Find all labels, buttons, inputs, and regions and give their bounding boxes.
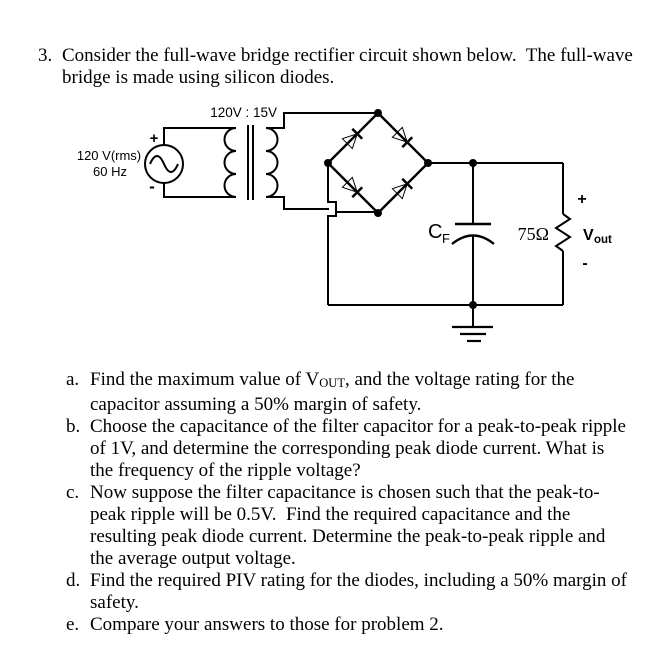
question-marker: c. (66, 481, 80, 503)
capacitor-plate-curved (451, 234, 495, 245)
question-item-d: d. Find the required PIV rating for the … (66, 570, 632, 614)
junction-dots (324, 109, 477, 309)
capacitor-label-subscript: F (442, 231, 450, 246)
secondary-coil (265, 127, 279, 198)
question-text-segment: Find the maximum value of V (90, 369, 320, 390)
node-capacitor-top (469, 159, 477, 167)
diode-bridge (326, 111, 430, 215)
node-bottom (374, 209, 382, 217)
node-top (374, 109, 382, 117)
node-ground (469, 301, 477, 309)
vout-label: V (583, 227, 594, 244)
question-marker: a. (66, 369, 80, 390)
load-resistor: 75Ω + V out - (518, 163, 612, 305)
problem-statement: Consider the full-wave bridge rectifier … (62, 45, 638, 88)
ground-symbol (452, 305, 493, 343)
question-text: Now suppose the filter capacitance is ch… (90, 481, 611, 569)
resistance-label: 75Ω (518, 224, 549, 244)
wire-source-top (163, 127, 236, 145)
vout-minus-sign: - (582, 255, 587, 272)
filter-capacitor: C F (428, 163, 495, 305)
sine-wave-icon (149, 155, 179, 173)
question-marker: e. (66, 613, 80, 635)
question-item-e: e. Compare your answers to those for pro… (66, 614, 632, 636)
source-minus-sign: - (149, 177, 155, 196)
question-marker: d. (66, 569, 81, 591)
vout-subscript-text: OUT (319, 375, 345, 390)
node-right (424, 159, 432, 167)
node-left (324, 159, 332, 167)
wire-source-bottom (163, 183, 236, 198)
vout-label-subscript: out (594, 234, 612, 246)
question-item-a: a. Find the maximum value of VOUT, and t… (66, 369, 632, 416)
wire-secondary-bottom (266, 196, 329, 210)
transformer: 120V : 15V (210, 105, 279, 200)
question-text: Find the required PIV rating for the dio… (90, 569, 632, 613)
wire-secondary-top (266, 112, 378, 129)
question-text: Compare your answers to those for proble… (90, 613, 444, 635)
source-frequency-label: 60 Hz (93, 164, 127, 179)
problem-number: 3. (38, 45, 53, 66)
primary-coil (223, 127, 237, 198)
source-plus-sign: + (150, 130, 159, 147)
question-text: Choose the capacitance of the filter cap… (90, 415, 631, 481)
transformer-ratio-label: 120V : 15V (210, 105, 277, 120)
question-list: a. Find the maximum value of VOUT, and t… (66, 369, 632, 636)
circuit-diagram: + - 120 V(rms) 60 Hz 120V : 15V C F (77, 105, 612, 343)
source-voltage-label: 120 V(rms) (77, 148, 141, 163)
resistor-zigzag (554, 213, 572, 252)
question-item-b: b. Choose the capacitance of the filter … (66, 416, 632, 482)
ac-source: + - 120 V(rms) 60 Hz (77, 130, 184, 196)
question-marker: b. (66, 415, 81, 437)
question-item-c: c. Now suppose the filter capacitance is… (66, 482, 632, 570)
capacitor-label: C (428, 221, 442, 243)
question-text: Find the maximum value of VOUT, and the … (90, 369, 632, 416)
problem-heading: 3. Consider the full-wave bridge rectifi… (38, 45, 634, 89)
wire-bridge-negative-drop (327, 163, 337, 305)
bridge-diamond-wires (326, 111, 430, 215)
vout-plus-sign: + (577, 191, 586, 208)
question-text-segment: , and the voltage rating for the capacit… (90, 369, 580, 415)
